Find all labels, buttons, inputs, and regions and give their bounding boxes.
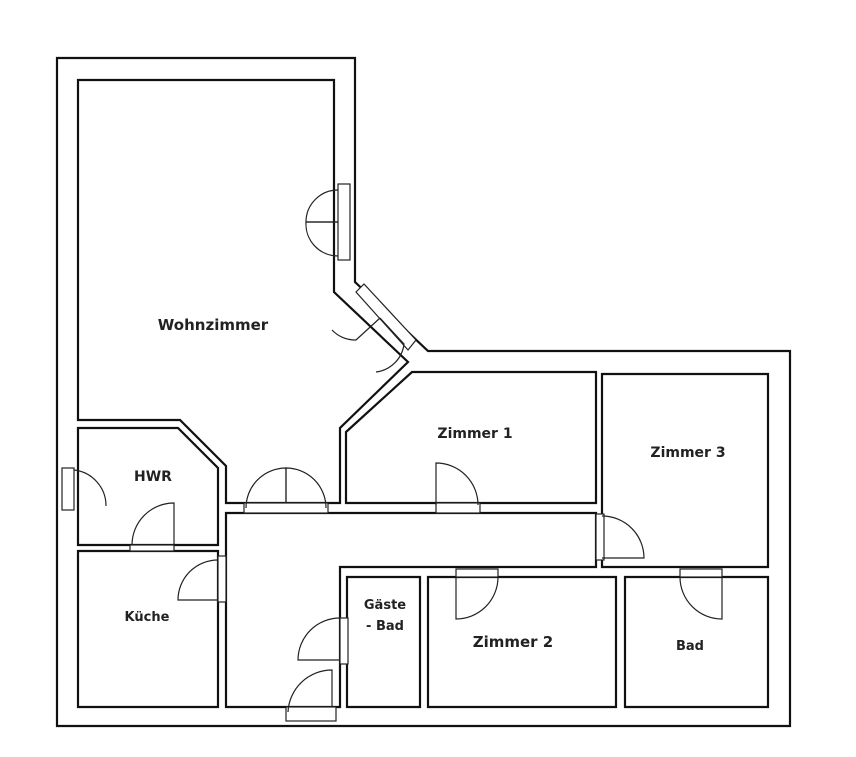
room-corridor [224, 511, 598, 709]
label-bad: Bad [676, 639, 704, 654]
label-zimmer3: Zimmer 3 [650, 445, 725, 461]
outer-wall [55, 56, 792, 728]
room-zimmer1 [344, 370, 598, 505]
door-wohnzimmer-terrace[interactable] [305, 183, 351, 261]
room-zimmer3 [600, 372, 770, 569]
label-kueche: Küche [125, 610, 170, 625]
door-zimmer2[interactable] [455, 568, 499, 620]
window-hwr [61, 467, 107, 511]
label-gaeste-bad-line2: - Bad [366, 619, 404, 634]
label-hwr: HWR [134, 469, 172, 485]
label-zimmer1: Zimmer 1 [437, 426, 512, 442]
room-zimmer2 [426, 575, 618, 709]
door-entrance[interactable] [285, 669, 337, 722]
room-kueche [76, 549, 220, 709]
label-wohnzimmer: Wohnzimmer [158, 316, 269, 334]
room-wohnzimmer [76, 78, 410, 505]
door-kueche[interactable] [177, 555, 227, 603]
door-gaeste-bad[interactable] [297, 617, 349, 665]
room-hwr [76, 426, 220, 547]
label-zimmer2: Zimmer 2 [473, 633, 554, 651]
door-zimmer3[interactable] [595, 513, 645, 561]
door-hwr[interactable] [129, 502, 175, 552]
room-gaeste-bad [345, 575, 422, 709]
door-wohnzimmer-corridor[interactable] [243, 467, 329, 514]
door-zimmer1[interactable] [435, 462, 481, 514]
door-wohnzimmer-diagonal[interactable] [331, 283, 417, 373]
label-gaeste-bad-line1: Gäste [364, 598, 406, 613]
door-bad[interactable] [679, 568, 723, 620]
